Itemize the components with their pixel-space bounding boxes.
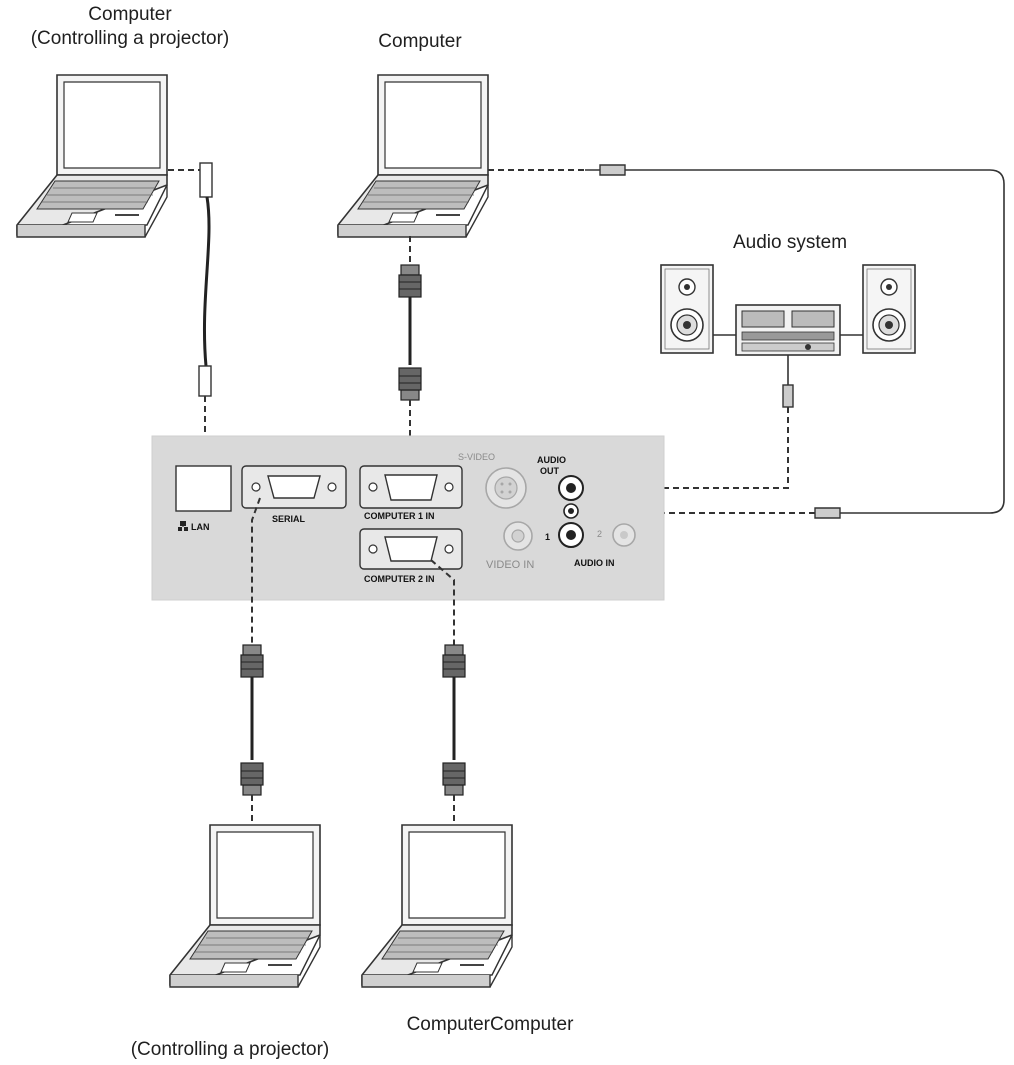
audio-out-cable-dash bbox=[580, 407, 789, 489]
lan-plug-bottom bbox=[198, 365, 212, 397]
vga2-cable-dash-top bbox=[430, 559, 455, 645]
vga2-plug-bottom bbox=[442, 762, 466, 796]
audio-in-label: AUDIO IN bbox=[574, 558, 615, 568]
computer1-in-port bbox=[359, 465, 463, 509]
caption-computer-top-left: Computer (Controlling a projector) bbox=[0, 3, 260, 51]
audio-in-2-jack bbox=[612, 523, 636, 547]
caption-computer-top-left-line1: Computer bbox=[88, 4, 172, 25]
lan-port bbox=[175, 465, 232, 512]
caption-controlling-bottom: (Controlling a projector) bbox=[130, 1039, 330, 1060]
lan-plug-top bbox=[199, 162, 213, 198]
computer2-in-label: COMPUTER 2 IN bbox=[364, 574, 435, 584]
s-video-label: S-VIDEO bbox=[458, 452, 495, 462]
audio-out-label-line2: OUT bbox=[540, 466, 560, 476]
caption-computer-top-left-line2: (Controlling a projector) bbox=[30, 28, 230, 49]
caption-computer-bottom: ComputerComputer bbox=[406, 1014, 574, 1035]
video-in-label: VIDEO IN bbox=[486, 559, 534, 571]
audio-in-1-jack bbox=[558, 522, 584, 548]
lan-label: LAN bbox=[191, 522, 210, 532]
serial-cable-dash-top bbox=[251, 497, 261, 645]
vga1-plug-top bbox=[398, 264, 422, 298]
vga1-plug-bottom bbox=[398, 367, 422, 401]
audio-in-cable bbox=[625, 169, 1005, 514]
audio-in-2-label: 2 bbox=[597, 529, 602, 539]
laptop-computer-top-left bbox=[16, 74, 168, 238]
serial-label: SERIAL bbox=[272, 514, 306, 524]
speaker-left bbox=[660, 264, 714, 354]
laptop-computer-bottom-left bbox=[169, 824, 321, 988]
laptop-computer-bottom-right bbox=[361, 824, 513, 988]
audio-system-plug bbox=[782, 384, 794, 408]
serial-plug-top bbox=[240, 644, 264, 678]
caption-computer-top-center: Computer bbox=[378, 31, 462, 52]
serial-port bbox=[241, 465, 347, 509]
lan-cable bbox=[202, 196, 211, 367]
caption-audio-system: Audio system bbox=[732, 232, 848, 253]
projector-panel bbox=[151, 435, 665, 601]
audio-out-jack bbox=[558, 475, 584, 501]
vga2-plug-top bbox=[442, 644, 466, 678]
audio-in-1-label: 1 bbox=[545, 532, 550, 542]
laptop-computer-top-center bbox=[337, 74, 489, 238]
video-in-port bbox=[503, 521, 533, 551]
audio-plug-bottom bbox=[814, 507, 850, 519]
audio-out-label-line1: AUDIO bbox=[537, 455, 566, 465]
audio-jack-divider bbox=[563, 503, 579, 519]
serial-plug-bottom bbox=[240, 762, 264, 796]
computer2-in-port bbox=[359, 528, 463, 570]
amplifier bbox=[735, 304, 841, 356]
lan-icon bbox=[178, 521, 188, 531]
s-video-port bbox=[485, 467, 527, 509]
audio-plug-top bbox=[585, 164, 626, 176]
computer1-in-label: COMPUTER 1 IN bbox=[364, 511, 435, 521]
speaker-right bbox=[862, 264, 916, 354]
